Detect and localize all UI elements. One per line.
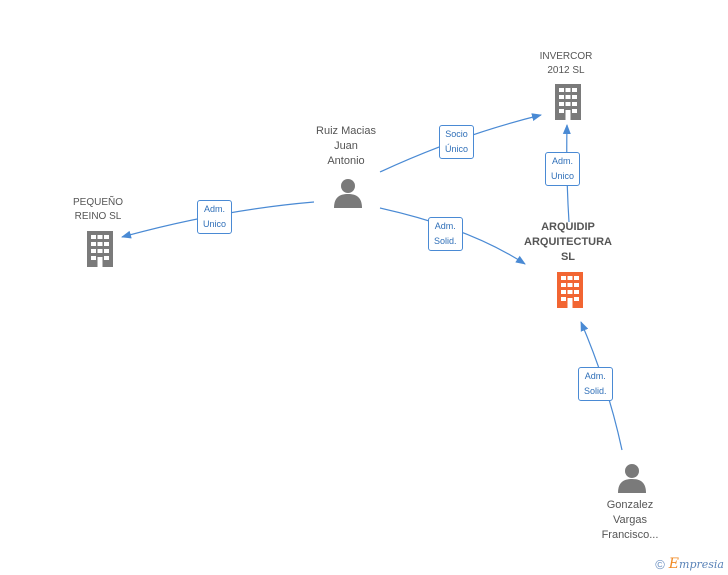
edge-label-line: Unico xyxy=(551,171,575,181)
edge-label-line: Adm. xyxy=(434,221,456,231)
node-label-gonzalez[interactable]: Gonzalez Vargas Francisco... xyxy=(580,498,680,543)
edge-label-line: Adm. xyxy=(204,204,226,214)
node-label-ruiz[interactable]: Ruiz Macias Juan Antonio xyxy=(296,124,396,169)
node-label-line: Ruiz Macias xyxy=(316,125,376,137)
edge-label-line: Adm. xyxy=(584,371,606,381)
edge-label-line: Solid. xyxy=(434,236,457,246)
node-label-line: SL xyxy=(560,251,576,263)
node-label-line: Gonzalez xyxy=(606,499,654,511)
node-label-line: PEQUEÑO xyxy=(72,197,123,208)
node-label-line: 2012 SL xyxy=(547,65,585,76)
node-label-line: INVERCOR xyxy=(539,51,593,62)
edge-label-ruiz-invercor[interactable]: Socio Único xyxy=(439,125,475,159)
edge-label-gonzalez-arquidip[interactable]: Adm. Solid. xyxy=(578,367,613,401)
copyright-icon: © xyxy=(655,556,665,572)
edge-label-line: Unico xyxy=(203,219,227,229)
node-label-line: Francisco... xyxy=(601,529,659,541)
edge-label-line: Socio xyxy=(445,129,468,139)
node-label-invercor[interactable]: INVERCOR 2012 SL xyxy=(528,50,604,78)
person-icon[interactable] xyxy=(617,462,647,494)
building-icon-highlighted[interactable] xyxy=(555,272,585,308)
edge-label-arquidip-invercor[interactable]: Adm. Unico xyxy=(545,152,581,186)
brand-name: mpresia xyxy=(679,558,724,571)
brand-initial: E xyxy=(668,556,680,572)
node-label-line: ARQUITECTURA xyxy=(524,236,612,248)
building-icon[interactable] xyxy=(553,84,583,120)
node-label-line: Vargas xyxy=(612,514,648,526)
edge-label-line: Único xyxy=(445,144,469,154)
building-icon[interactable] xyxy=(85,231,115,267)
brand-logo[interactable]: Empresia xyxy=(669,556,724,572)
node-label-line: Juan xyxy=(334,140,358,152)
brand-footer: © Empresia xyxy=(655,556,724,572)
edge-label-line: Solid. xyxy=(584,386,607,396)
node-label-line: Antonio xyxy=(327,155,365,167)
node-label-line: REINO SL xyxy=(74,211,122,222)
node-label-pequeno[interactable]: PEQUEÑO REINO SL xyxy=(58,196,138,224)
node-label-arquidip[interactable]: ARQUIDIP ARQUITECTURA SL xyxy=(508,220,628,265)
edge-label-line: Adm. xyxy=(552,156,574,166)
person-icon[interactable] xyxy=(333,177,363,209)
edge-label-ruiz-arquidip[interactable]: Adm. Solid. xyxy=(428,217,463,251)
node-label-line: ARQUIDIP xyxy=(541,221,595,233)
edge-label-ruiz-pequeno[interactable]: Adm. Unico xyxy=(197,200,233,234)
